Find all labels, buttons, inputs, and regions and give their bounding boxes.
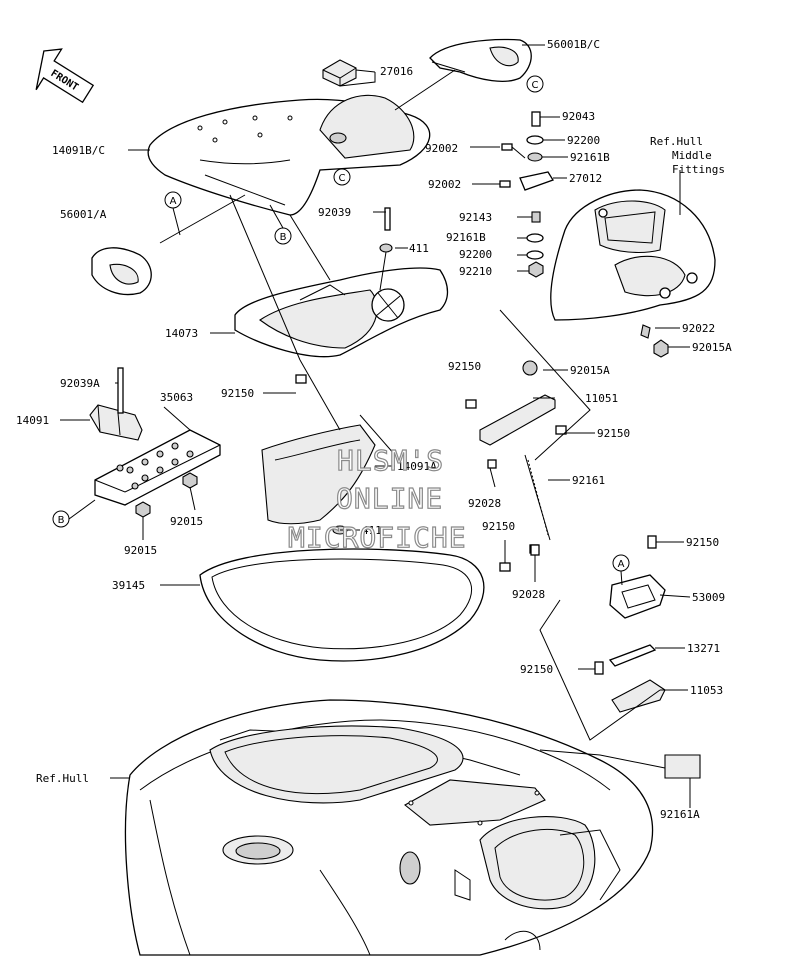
label-14091a: 14091A — [397, 460, 437, 473]
svg-text:C: C — [339, 173, 346, 184]
watermark-line-2: ONLINE — [336, 482, 443, 515]
label-92161a: 92161A — [660, 808, 700, 821]
hull-middle-fittings — [550, 189, 716, 321]
label-92015a-a: 92015A — [692, 341, 732, 354]
callout-b-top: B — [274, 227, 292, 245]
label-92028-a: 92028 — [468, 497, 501, 510]
latch-53009 — [609, 574, 666, 619]
watermark-line-1: HLSM'S — [337, 444, 444, 477]
hull — [124, 699, 654, 956]
label-56001a: 56001/A — [60, 208, 107, 221]
label-92028-b: 92028 — [512, 588, 545, 601]
handle-cover-56001a — [91, 247, 152, 296]
label-35063: 35063 — [160, 391, 193, 404]
label-92150-c: 92150 — [597, 427, 630, 440]
bracket-35063 — [94, 429, 221, 506]
label-92015-b: 92015 — [124, 544, 157, 557]
callout-c-top: C — [333, 168, 351, 186]
label-ref-hull-middle-1: Ref.Hull — [650, 135, 703, 148]
label-14073: 14073 — [165, 327, 198, 340]
callout-a-top: A — [164, 191, 182, 209]
label-ref-hull-middle-3: Fittings — [672, 163, 725, 176]
callout-c-right: C — [526, 75, 544, 93]
label-92161b-mid: 92161B — [446, 231, 486, 244]
label-92150-a: 92150 — [448, 360, 481, 373]
strip-13271 — [608, 644, 657, 667]
label-92150-b: 92150 — [221, 387, 254, 400]
label-92150-d: 92150 — [482, 520, 515, 533]
svg-text:B: B — [58, 515, 65, 526]
label-92002-a: 92002 — [425, 142, 458, 155]
svg-text:C: C — [532, 80, 539, 91]
svg-text:B: B — [280, 232, 287, 243]
label-92161a — [664, 754, 701, 779]
label-92015-a: 92015 — [170, 515, 203, 528]
callout-a-latch: A — [612, 554, 630, 572]
label-92200-mid: 92200 — [459, 248, 492, 261]
label-92150-e: 92150 — [686, 536, 719, 549]
bracket-11053 — [611, 679, 666, 713]
callout-b-bracket: B — [52, 510, 70, 528]
label-27016: 27016 — [380, 65, 413, 78]
label-92015a-b: 92015A — [570, 364, 610, 377]
label-53009: 53009 — [692, 591, 725, 604]
label-92210: 92210 — [459, 265, 492, 278]
label-39145: 39145 — [112, 579, 145, 592]
label-92161: 92161 — [572, 474, 605, 487]
label-92143: 92143 — [459, 211, 492, 224]
tray-14073 — [234, 267, 449, 358]
label-56001bc: 56001B/C — [547, 38, 600, 51]
label-92022: 92022 — [682, 322, 715, 335]
label-411-top: 411 — [409, 242, 429, 255]
pad-14091 — [89, 404, 143, 441]
label-92039: 92039 — [318, 206, 351, 219]
cap-27016 — [322, 59, 357, 144]
label-92161b-top: 92161B — [570, 151, 610, 164]
cover-14091bc — [147, 94, 431, 216]
label-92200-top: 92200 — [567, 134, 600, 147]
label-14091bc: 14091B/C — [52, 144, 105, 157]
label-92150-f: 92150 — [520, 663, 553, 676]
svg-text:A: A — [618, 559, 625, 570]
label-27012: 27012 — [569, 172, 602, 185]
label-14091: 14091 — [16, 414, 49, 427]
leader-lines — [60, 44, 691, 808]
label-92039a: 92039A — [60, 377, 100, 390]
seal-ring-39145 — [199, 548, 485, 662]
svg-text:A: A — [170, 196, 177, 207]
label-13271: 13271 — [687, 642, 720, 655]
handle-cover-56001bc — [429, 38, 532, 82]
part-labels: 56001B/C 27016 14091B/C 92043 92200 9200… — [16, 38, 732, 821]
watermark-line-3: MICROFICHE — [288, 521, 467, 554]
label-11051: 11051 — [585, 392, 618, 405]
label-411-bot: 411 — [362, 524, 382, 537]
label-92043: 92043 — [562, 110, 595, 123]
label-ref-hull: Ref.Hull — [36, 772, 89, 785]
label-11053: 11053 — [690, 684, 723, 697]
bracket-11051 — [479, 360, 556, 446]
cover-14091a — [261, 424, 376, 525]
front-arrow-icon: FRONT — [35, 48, 95, 104]
watermark: HLSM'S ONLINE MICROFICHE — [287, 443, 467, 554]
label-ref-hull-middle-2: Middle — [672, 149, 712, 162]
label-92002-b: 92002 — [428, 178, 461, 191]
